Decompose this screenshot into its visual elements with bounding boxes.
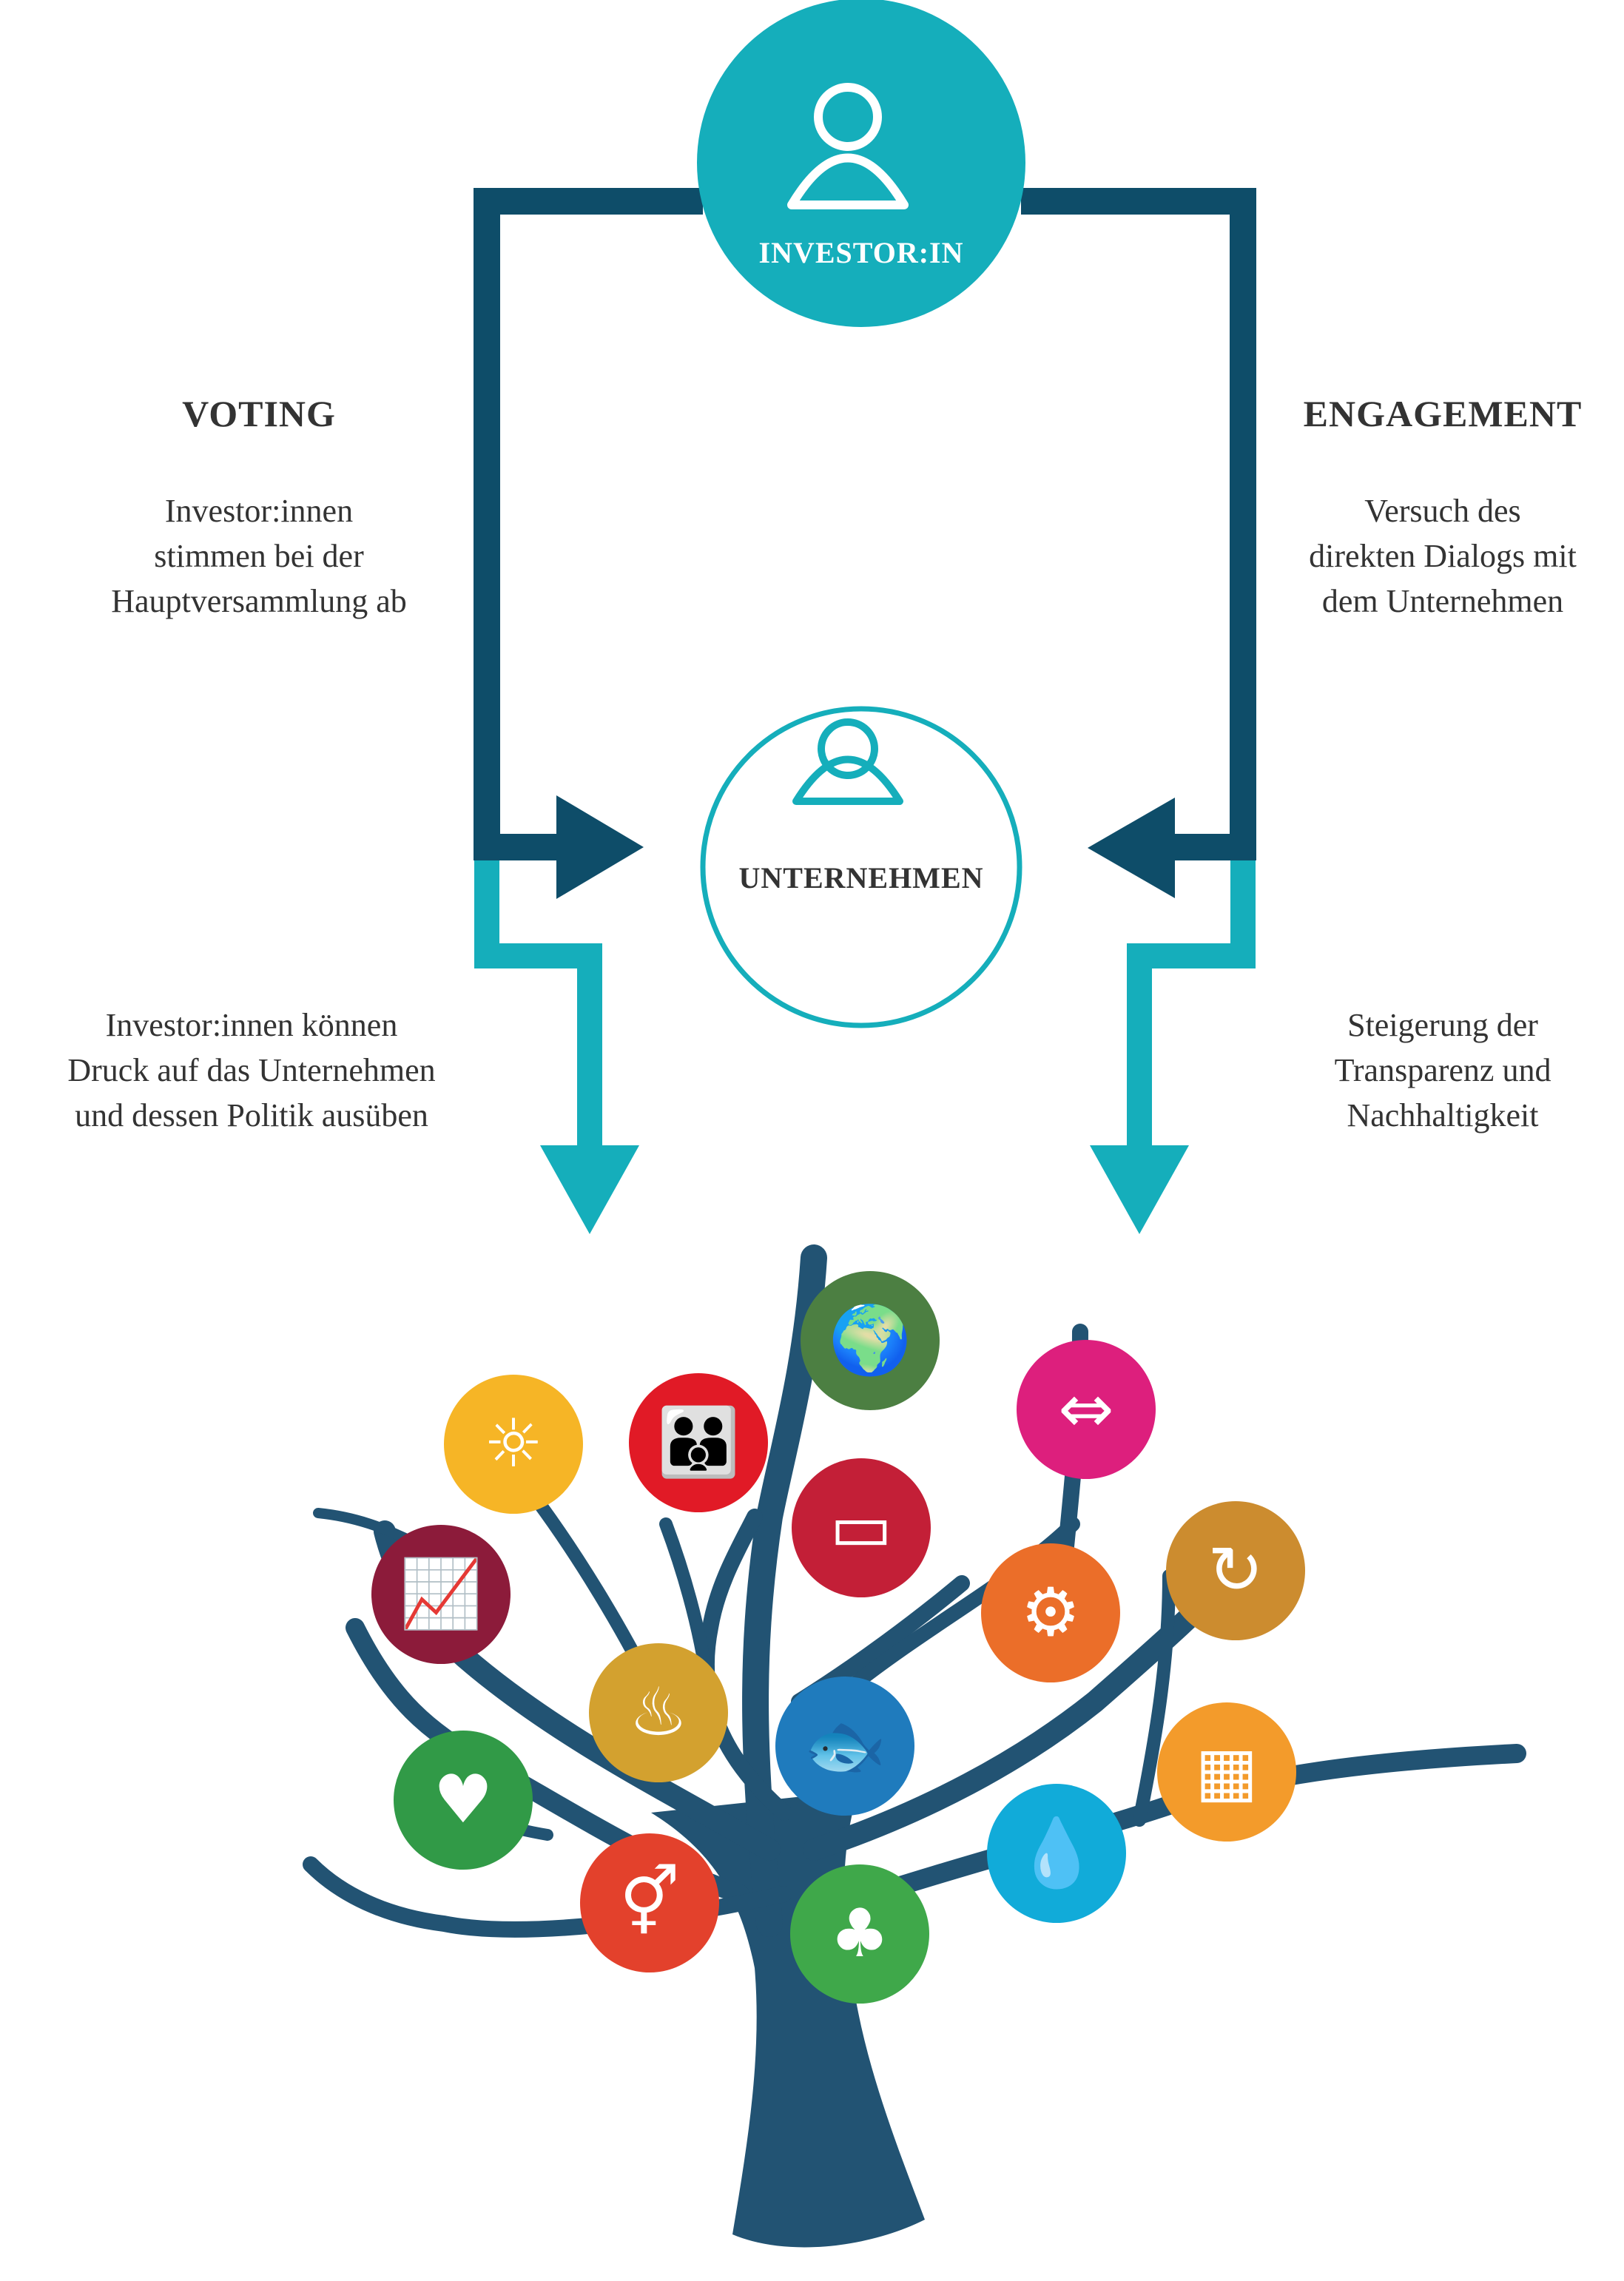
sdg-circle [589,1643,728,1782]
engagement-arrowhead [1088,798,1175,898]
sdg-glyph: ♨ [629,1674,689,1751]
clean-water-icon: 💧 [987,1784,1126,1923]
sdg-icons: ☼ 👪 🌍 ⇔ ▭ 📈 ⚙ ↻ ♨ 🐟 ♥ ▦ 💧 ⚥ ♣ [371,1271,1305,2004]
zero-hunger-icon: ♨ [589,1643,728,1782]
company-person-icon [792,718,903,805]
sustainable-cities-icon: ▦ [1157,1702,1296,1842]
sdg-circle [580,1833,719,1972]
sdg-circle [987,1784,1126,1923]
sdg-glyph: 📈 [400,1555,482,1633]
voting-arrowhead [556,795,644,899]
sdg-glyph: 💧 [1015,1814,1098,1892]
responsible-consumption-icon: ↻ [1166,1501,1305,1640]
tree-trunk [651,1790,925,2248]
life-below-water-icon: 🐟 [775,1677,914,1816]
investor-node [697,0,1025,327]
sdg-glyph: ▭ [829,1489,892,1566]
voting-effect-arrowhead [540,1145,639,1234]
voting-title: VOTING [182,393,336,434]
voting-path [474,188,703,860]
sdg-glyph: ♣ [830,1895,890,1972]
sdg-glyph: ⇔ [1058,1370,1113,1448]
engagement-title: ENGAGEMENT [1303,393,1583,434]
sdg-glyph: ⚥ [619,1864,679,1941]
sdg-glyph: ↻ [1207,1532,1263,1609]
sdg-circle [792,1458,931,1597]
sdg-glyph: 🌍 [829,1301,912,1379]
sdg-circle [775,1677,914,1816]
sdg-circle [444,1375,583,1514]
sdg-circle [1017,1340,1156,1479]
sdg-circle [629,1373,768,1512]
life-on-land-icon: ♣ [790,1864,929,2004]
sdg-circle [1157,1702,1296,1842]
climate-action-icon: 🌍 [801,1271,940,1410]
sdg-glyph: ⚙ [1021,1574,1081,1651]
engagement-path [1021,188,1256,860]
sdg-glyph: ♥ [434,1761,493,1839]
engagement-effect-path [1127,860,1256,1154]
engagement-effect-arrowhead [1090,1145,1189,1234]
sdg-glyph: ▦ [1195,1733,1258,1810]
effect-arrows [474,860,1256,1234]
voting-effect: Investor:innen können Druck auf das Unte… [67,1007,436,1133]
sdg-circle [394,1731,533,1870]
quality-education-icon: ▭ [792,1458,931,1597]
investor-label: INVESTOR:IN [758,236,964,269]
sdg-circle [801,1271,940,1410]
investor-person-icon [787,83,909,209]
affordable-clean-energy-icon: ☼ [444,1375,583,1514]
voting-effect-path [474,860,602,1154]
reduced-inequalities-icon: ⇔ [1017,1340,1156,1479]
sdg-circle [371,1525,511,1664]
engagement-description: Versuch des direkten Dialogs mit dem Unt… [1309,493,1577,619]
sdg-glyph: 👪 [657,1404,740,1481]
sdg-circle [981,1543,1120,1682]
engagement-effect: Steigerung der Transparenz und Nachhalti… [1334,1007,1551,1133]
industry-innovation-icon: ⚙ [981,1543,1120,1682]
no-poverty-icon: 👪 [629,1373,768,1512]
voting-description: Investor:innen stimmen bei der Hauptvers… [111,493,407,619]
sdg-circle [790,1864,929,2004]
decent-work-growth-icon: 📈 [371,1525,511,1664]
sdg-circle [1166,1501,1305,1640]
voting-engagement-connector [474,188,1256,899]
good-health-icon: ♥ [394,1731,533,1870]
sdg-glyph: 🐟 [803,1707,886,1785]
company-node [700,706,1022,1028]
sdg-glyph: ☼ [484,1405,544,1483]
gender-equality-icon: ⚥ [580,1833,719,1972]
company-label: UNTERNEHMEN [738,861,984,894]
